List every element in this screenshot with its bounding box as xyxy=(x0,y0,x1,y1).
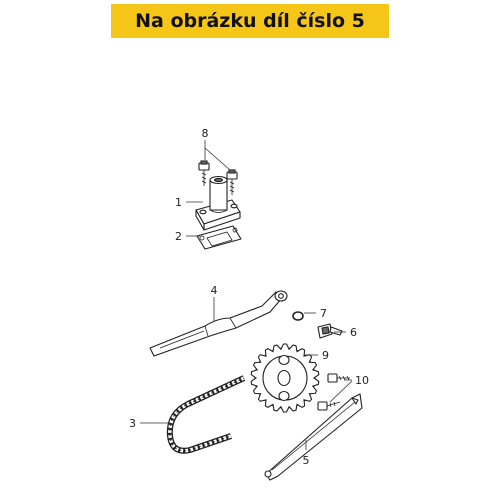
callout-4: 4 xyxy=(211,284,218,297)
title-banner: Na obrázku díl číslo 5 xyxy=(111,4,389,38)
callout-1: 1 xyxy=(175,196,182,209)
pivot-bolt-6[interactable] xyxy=(317,323,343,339)
callout-9: 9 xyxy=(322,349,329,362)
o-ring-7[interactable] xyxy=(292,311,304,321)
callout-6: 6 xyxy=(350,326,357,339)
bolt-10-upper[interactable] xyxy=(327,373,350,383)
banner-text: Na obrázku díl číslo 5 xyxy=(135,10,365,32)
bolt-8-left[interactable] xyxy=(198,160,210,186)
cam-sprocket-9[interactable] xyxy=(250,343,320,413)
chain-guide-5[interactable] xyxy=(264,393,363,481)
tensioner-body-1[interactable] xyxy=(195,175,241,231)
callout-5: 5 xyxy=(303,454,310,467)
bolt-10-lower[interactable] xyxy=(317,401,341,411)
bolt-8-right[interactable] xyxy=(226,169,238,195)
callout-3: 3 xyxy=(129,417,136,430)
gasket-2[interactable] xyxy=(196,225,242,250)
chain-guide-4[interactable] xyxy=(149,290,288,357)
callout-7: 7 xyxy=(320,307,327,320)
timing-chain-3[interactable] xyxy=(166,375,246,454)
callout-2: 2 xyxy=(175,230,182,243)
callout-10: 10 xyxy=(355,374,369,387)
callout-8: 8 xyxy=(202,127,209,140)
